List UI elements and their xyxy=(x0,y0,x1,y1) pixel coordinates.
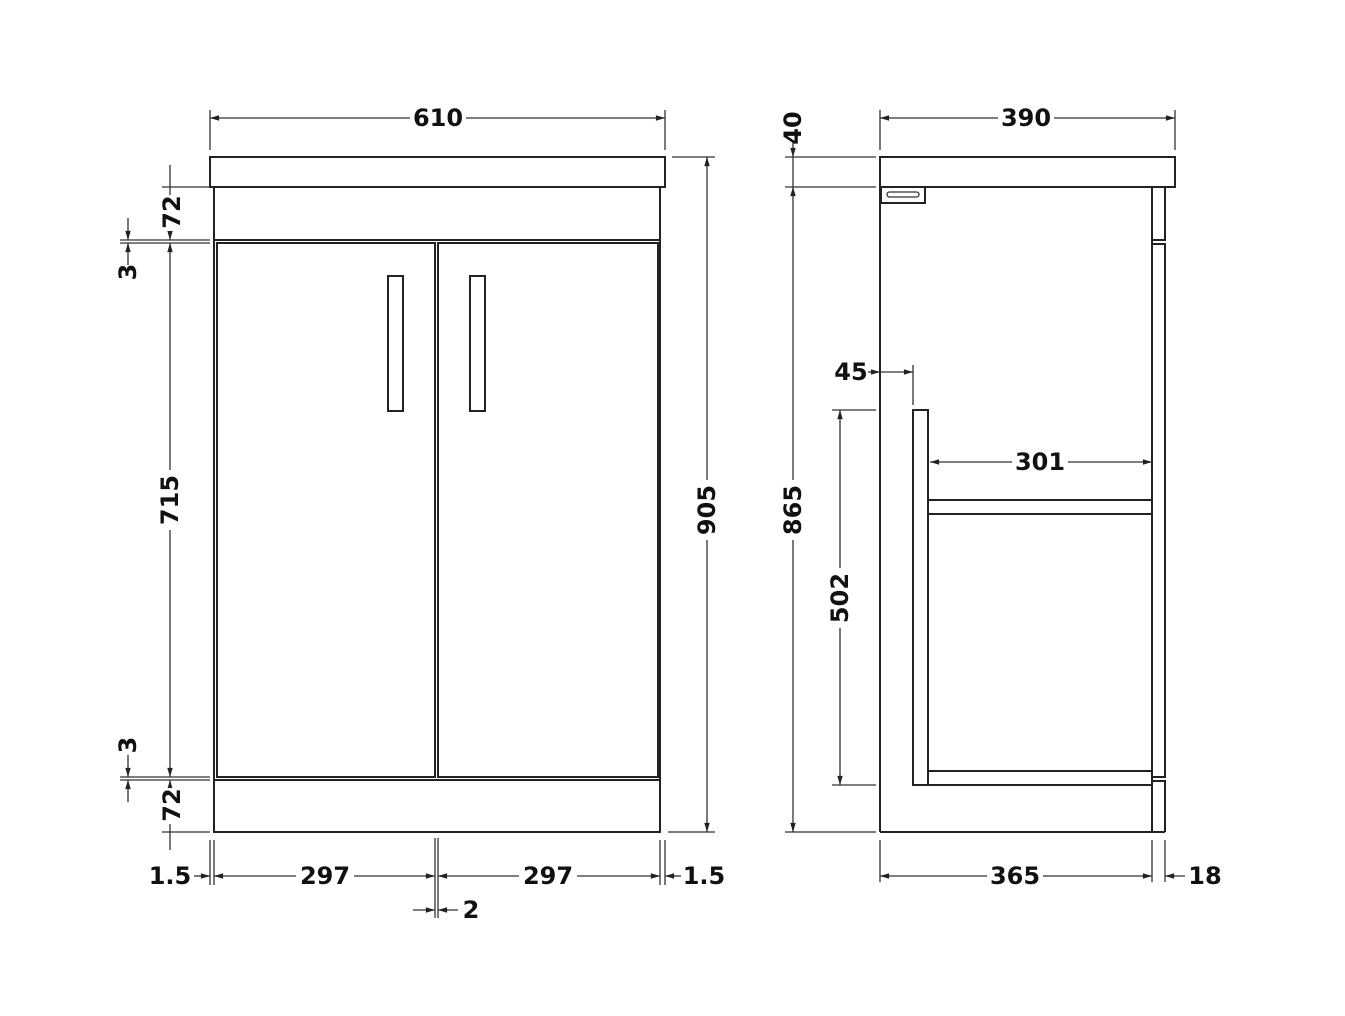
front-view xyxy=(209,156,666,833)
dim-left-side: 1.5 xyxy=(149,862,192,890)
dim-plinth: 72 xyxy=(158,788,186,821)
side-worktop xyxy=(879,156,1176,188)
dim-overall-height: 905 xyxy=(693,485,721,535)
side-dimensions: 390 40 865 45 502 301 365 18 xyxy=(779,104,1222,890)
dim-bottom-gap: 3 xyxy=(114,737,142,754)
left-handle xyxy=(387,275,404,412)
side-view xyxy=(879,156,1176,833)
dim-carcass-depth: 365 xyxy=(990,862,1040,890)
dim-overall-depth: 390 xyxy=(1001,104,1051,132)
dim-right-door-width: 297 xyxy=(523,862,573,890)
dim-door-thickness: 18 xyxy=(1188,862,1221,890)
front-dimensions: 610 905 72 3 715 3 72 1.5 297 297 xyxy=(114,104,725,924)
carcass xyxy=(213,186,661,833)
dim-panel-offset: 45 xyxy=(834,358,867,386)
dim-inner-height: 502 xyxy=(826,573,854,623)
dim-door-height: 715 xyxy=(156,475,184,525)
left-door xyxy=(216,242,436,778)
dim-top-gap: 3 xyxy=(114,264,142,281)
dim-top-rail: 72 xyxy=(158,195,186,228)
right-door xyxy=(437,242,659,778)
wall-bracket xyxy=(880,186,926,204)
dim-door-gap: 2 xyxy=(463,896,480,924)
dim-right-side: 1.5 xyxy=(683,862,726,890)
shelf xyxy=(927,499,1153,515)
inner-panel xyxy=(912,409,929,786)
worktop xyxy=(209,156,666,188)
right-handle xyxy=(469,275,486,412)
dim-shelf-depth: 301 xyxy=(1015,448,1065,476)
dim-overall-width: 610 xyxy=(413,104,463,132)
dim-carcass-height: 865 xyxy=(779,485,807,535)
bracket-slot xyxy=(886,191,920,198)
base-shelf xyxy=(927,770,1153,786)
dim-top-thickness: 40 xyxy=(779,111,807,144)
dim-left-door-width: 297 xyxy=(300,862,350,890)
